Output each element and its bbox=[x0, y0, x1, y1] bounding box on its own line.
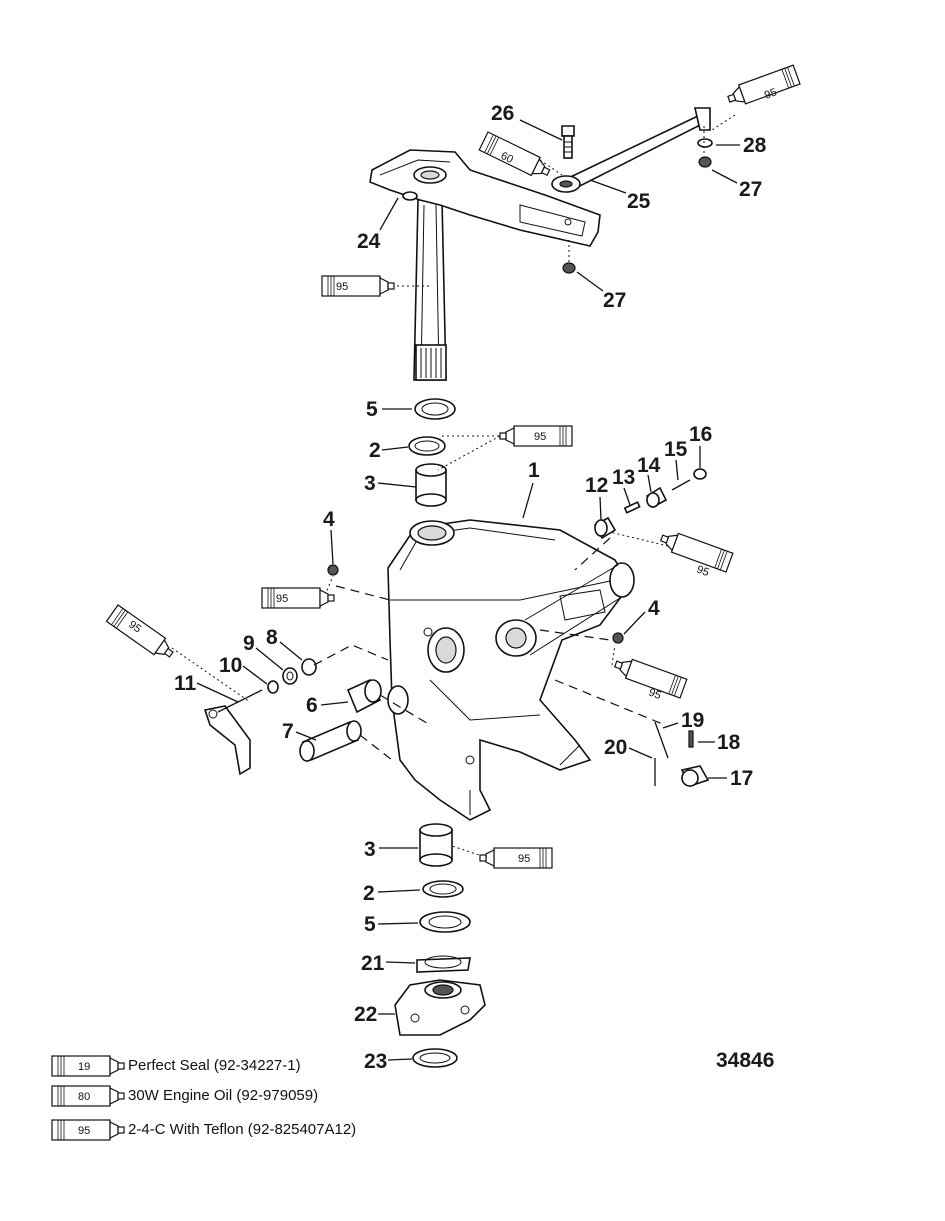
lube-tube-label: 95 bbox=[647, 687, 663, 702]
steering-column-assembly bbox=[369, 107, 713, 381]
callout-1: 1 bbox=[528, 459, 540, 482]
lube-tube-95-left bbox=[105, 604, 178, 664]
callout-5: 5 bbox=[364, 913, 376, 936]
leader-lines bbox=[171, 114, 740, 1061]
callout-23: 23 bbox=[364, 1050, 387, 1073]
lube-tube-label: 95 bbox=[126, 619, 143, 636]
callout-7: 7 bbox=[282, 720, 294, 743]
lube-tube-95-top-right bbox=[724, 64, 801, 110]
lube-tube-label: 95 bbox=[276, 593, 288, 605]
callout-18: 18 bbox=[717, 731, 741, 754]
callout-17: 17 bbox=[730, 767, 753, 790]
callout-10: 10 bbox=[219, 654, 242, 677]
callout-12: 12 bbox=[585, 474, 608, 497]
callout-16: 16 bbox=[689, 423, 712, 446]
callout-19: 19 bbox=[681, 709, 704, 732]
swivel-bracket bbox=[387, 398, 635, 821]
legend-label: 2-4-C With Teflon (92-825407A12) bbox=[128, 1121, 356, 1138]
lube-tube-label: 95 bbox=[763, 86, 779, 101]
callout-2: 2 bbox=[363, 882, 375, 905]
callout-21: 21 bbox=[361, 952, 385, 975]
lube-tube-95-lower bbox=[479, 847, 553, 869]
callout-27: 27 bbox=[603, 289, 626, 312]
callout-27: 27 bbox=[739, 178, 762, 201]
lubricant-legend: 19 Perfect Seal (92-34227-1) 80 30W Engi… bbox=[51, 1055, 356, 1141]
callout-14: 14 bbox=[637, 454, 661, 477]
side-components bbox=[203, 468, 710, 787]
part-callouts: 26 28 27 25 24 27 5 2 3 1 12 13 14 15 16… bbox=[174, 102, 767, 1073]
callout-4: 4 bbox=[648, 597, 660, 620]
lower-bearing-stack bbox=[394, 823, 486, 1068]
callout-11: 11 bbox=[174, 672, 197, 695]
lube-tube-60 bbox=[478, 131, 554, 183]
callout-3: 3 bbox=[364, 472, 376, 495]
callout-5: 5 bbox=[366, 398, 378, 421]
callout-15: 15 bbox=[664, 438, 688, 461]
legend-label: 30W Engine Oil (92-979059) bbox=[128, 1087, 318, 1104]
legend-label: Perfect Seal (92-34227-1) bbox=[128, 1057, 301, 1074]
lube-tube-label: 95 bbox=[534, 431, 546, 443]
lube-tube-label: 95 bbox=[518, 853, 530, 865]
callout-13: 13 bbox=[612, 466, 635, 489]
callout-22: 22 bbox=[354, 1003, 377, 1026]
legend-code: 95 bbox=[78, 1125, 90, 1137]
legend-code: 80 bbox=[78, 1091, 90, 1103]
lube-tube-label: 60 bbox=[499, 150, 515, 166]
lube-tube-label: 95 bbox=[695, 564, 711, 579]
callout-3: 3 bbox=[364, 838, 376, 861]
lube-tube-label: 95 bbox=[336, 281, 348, 293]
callout-4: 4 bbox=[323, 508, 335, 531]
drawing-number: 34846 bbox=[716, 1049, 774, 1072]
legend-item: 19 Perfect Seal (92-34227-1) bbox=[51, 1055, 301, 1077]
callout-20: 20 bbox=[604, 736, 627, 759]
callout-25: 25 bbox=[627, 190, 651, 213]
callout-9: 9 bbox=[243, 632, 255, 655]
callout-28: 28 bbox=[743, 134, 767, 157]
lube-tube-95-right bbox=[657, 527, 734, 573]
legend-item: 80 30W Engine Oil (92-979059) bbox=[51, 1085, 318, 1107]
callout-2: 2 bbox=[369, 439, 381, 462]
callout-26: 26 bbox=[491, 102, 514, 125]
lube-tube-95-column bbox=[321, 275, 395, 297]
callout-6: 6 bbox=[306, 694, 318, 717]
callout-8: 8 bbox=[266, 626, 278, 649]
callout-24: 24 bbox=[357, 230, 381, 253]
legend-item: 95 2-4-C With Teflon (92-825407A12) bbox=[51, 1119, 356, 1141]
legend-code: 19 bbox=[78, 1061, 90, 1073]
lube-tube-95-fitting bbox=[261, 587, 335, 609]
